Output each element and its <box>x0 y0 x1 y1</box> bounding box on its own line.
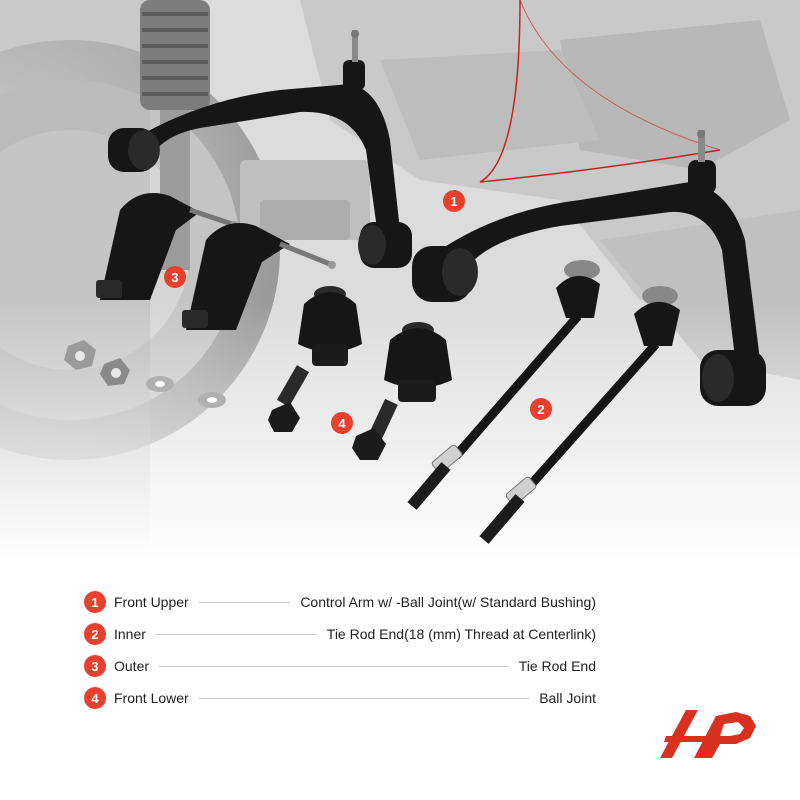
hardware-nuts-washers <box>64 340 226 408</box>
legend-number: 1 <box>84 591 106 613</box>
legend-row: 2 Inner Tie Rod End(18 (mm) Thread at Ce… <box>84 618 596 650</box>
upper-control-arm-left <box>108 30 412 268</box>
legend-divider <box>155 633 317 635</box>
legend-part: Control Arm w/ -Ball Joint(w/ Standard B… <box>300 594 596 610</box>
brand-logo <box>660 710 756 758</box>
legend-divider <box>198 697 530 699</box>
legend-number: 4 <box>84 687 106 709</box>
product-scene: 1 2 3 4 <box>0 0 800 560</box>
legend-position: Outer <box>114 658 150 674</box>
legend-position: Front Upper <box>114 594 189 610</box>
legend-divider <box>198 601 291 603</box>
legend-position: Inner <box>114 626 146 642</box>
legend-row: 3 Outer Tie Rod End <box>84 650 596 682</box>
legend-row: 4 Front Lower Ball Joint <box>84 682 596 714</box>
parts-legend: 1 Front Upper Control Arm w/ -Ball Joint… <box>84 586 596 714</box>
legend-divider <box>159 665 509 667</box>
parts-illustration <box>0 0 800 560</box>
legend-part: Tie Rod End <box>518 658 596 674</box>
legend-part: Ball Joint <box>539 690 596 706</box>
legend-number: 2 <box>84 623 106 645</box>
lower-ball-joint-1 <box>268 286 362 432</box>
callout-2: 2 <box>530 398 552 420</box>
outer-tie-rod-end-2 <box>182 223 336 330</box>
upper-control-arm-right <box>412 130 766 406</box>
callout-4: 4 <box>331 412 353 434</box>
hood-outline <box>479 0 721 183</box>
callout-3: 3 <box>164 266 186 288</box>
lower-ball-joint-2 <box>352 322 452 460</box>
legend-position: Front Lower <box>114 690 189 706</box>
legend-row: 1 Front Upper Control Arm w/ -Ball Joint… <box>84 586 596 618</box>
legend-number: 3 <box>84 655 106 677</box>
legend-part: Tie Rod End(18 (mm) Thread at Centerlink… <box>326 626 596 642</box>
callout-1: 1 <box>443 190 465 212</box>
inner-tie-rod-end-2 <box>479 286 680 544</box>
inner-tie-rod-end-1 <box>407 260 600 510</box>
